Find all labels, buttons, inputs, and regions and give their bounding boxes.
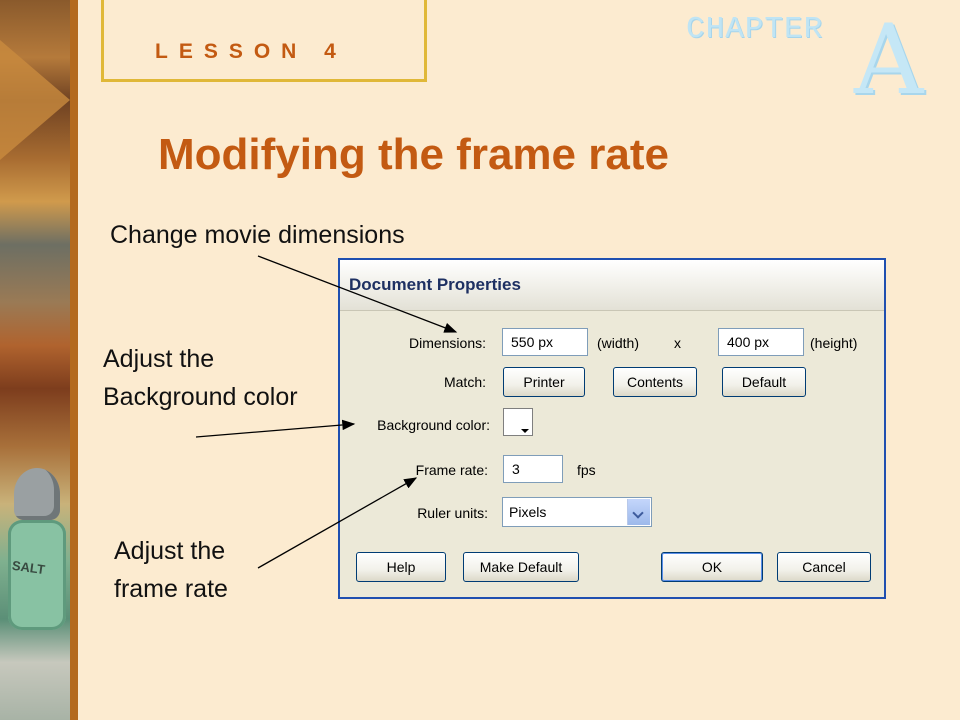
swatch-dropdown-icon (521, 429, 529, 433)
ruler-units-select[interactable]: Pixels (502, 497, 652, 527)
make-default-button[interactable]: Make Default (463, 552, 579, 582)
background-color-swatch[interactable] (503, 408, 533, 436)
salt-shaker-image (14, 468, 60, 520)
lesson-box (101, 0, 427, 82)
width-unit-label: (width) (597, 335, 640, 351)
ruler-units-value: Pixels (509, 504, 547, 520)
match-default-button[interactable]: Default (722, 367, 806, 397)
match-contents-button[interactable]: Contents (613, 367, 697, 397)
dialog-title-bar[interactable]: Document Properties (340, 260, 884, 311)
help-button[interactable]: Help (356, 552, 446, 582)
document-properties-dialog: Document Properties Dimensions: 550 px (… (338, 258, 886, 599)
frame-rate-label: Frame rate: (415, 462, 488, 478)
arrow-to-frame-rate (257, 477, 418, 569)
fps-label: fps (577, 462, 596, 478)
cancel-button[interactable]: Cancel (777, 552, 871, 582)
times-sign: x (674, 335, 681, 351)
chevron-down-icon[interactable] (627, 499, 650, 525)
background-color-label: Background color: (377, 417, 490, 433)
slide-title: Modifying the frame rate (158, 130, 669, 179)
match-label: Match: (443, 374, 486, 390)
ok-button[interactable]: OK (661, 552, 763, 582)
lesson-label: LESSON 4 (155, 40, 347, 63)
decorative-photo-strip: SALT (0, 0, 70, 720)
canister-image (8, 520, 66, 630)
pyramid-image (0, 40, 70, 160)
dialog-title: Document Properties (349, 275, 521, 294)
frame-rate-input[interactable]: 3 (503, 455, 563, 483)
side-border (70, 0, 78, 720)
arrow-to-dimensions (257, 255, 458, 333)
ruler-units-label: Ruler units: (417, 505, 488, 521)
arrow-to-background-color (195, 419, 356, 438)
chapter-letter: A (854, 4, 924, 116)
width-input[interactable]: 550 px (502, 328, 588, 356)
height-unit-label: (height) (810, 335, 858, 351)
height-input[interactable]: 400 px (718, 328, 804, 356)
callout-frame-rate: Adjust the frame rate (114, 537, 228, 603)
callout-dimensions: Change movie dimensions (110, 221, 405, 249)
chapter-stamp: CHAPTER (686, 12, 824, 47)
match-printer-button[interactable]: Printer (503, 367, 585, 397)
dimensions-label: Dimensions: (408, 335, 486, 351)
callout-background-color: Adjust the Background color (103, 345, 298, 411)
